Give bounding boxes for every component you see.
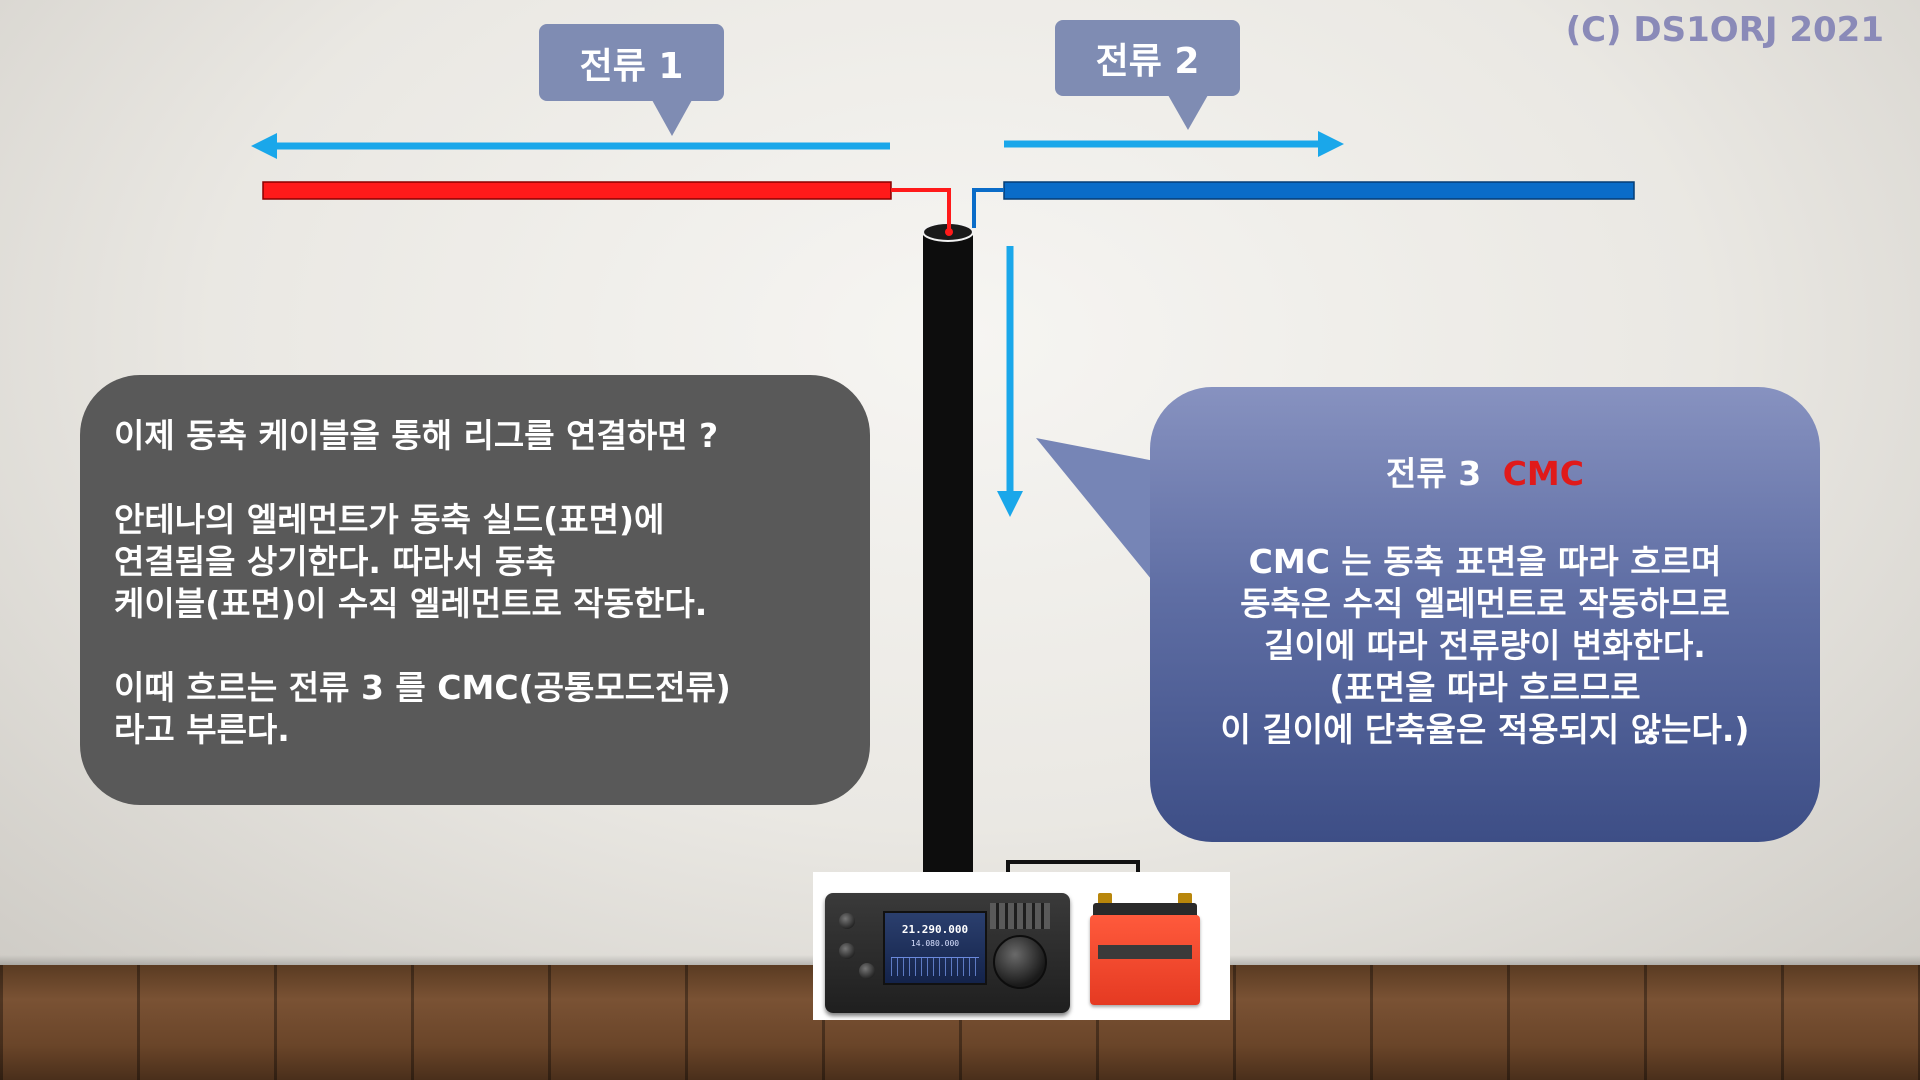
left-bubble-line6: 라고 부른다.	[114, 710, 290, 749]
coax-cable	[923, 232, 973, 892]
left-bubble-line2: 안테나의 엘레먼트가 동축 실드(표면)에	[114, 500, 665, 539]
right-bubble-title-text: 전류 3	[1386, 454, 1482, 493]
battery-label-strip	[1098, 945, 1192, 959]
right-bubble-line3: 길이에 따라 전류량이 변화한다.	[1264, 626, 1706, 665]
callout-current2-label: 전류 2	[1095, 41, 1200, 82]
right-antenna-element	[1003, 181, 1635, 200]
battery-icon	[1090, 893, 1200, 1005]
left-bubble-line1: 이제 동축 케이블을 통해 리그를 연결하면 ?	[114, 416, 719, 455]
radio-main-dial	[993, 935, 1047, 989]
current1-arrowhead	[251, 133, 277, 159]
callout1-tail	[652, 100, 692, 136]
radio-screen: 21.290.000 14.080.000	[883, 911, 987, 985]
battery-body	[1090, 915, 1200, 1005]
current2-arrowhead	[1318, 131, 1344, 157]
callout2-tail	[1168, 95, 1208, 130]
radio-small-knob	[839, 943, 855, 959]
right-bubble-line2: 동축은 수직 엘레먼트로 작동하므로	[1240, 584, 1730, 623]
callout-current2: 전류 2	[1055, 20, 1240, 96]
left-antenna-element	[262, 181, 892, 200]
radio-small-knob	[839, 913, 855, 929]
radio-small-knob	[859, 963, 875, 979]
transceiver-icon: 21.290.000 14.080.000	[825, 893, 1070, 1013]
left-explanation-bubble: 이제 동축 케이블을 통해 리그를 연결하면 ? 안테나의 엘레먼트가 동축 실…	[80, 375, 870, 805]
callout-current1: 전류 1	[539, 24, 724, 101]
left-bubble-line3: 연결됨을 상기한다. 따라서 동축	[114, 542, 556, 581]
current3-arrowhead	[997, 491, 1023, 517]
right-bubble-line5: 이 길이에 단축율은 적용되지 않는다.)	[1220, 710, 1750, 749]
feed-wire-blue	[972, 188, 1004, 228]
feed-point	[945, 228, 953, 236]
radio-freq-main: 21.290.000	[901, 923, 969, 936]
right-bubble-title: 전류 3 CMC	[1170, 453, 1800, 495]
radio-freq-sub: 14.080.000	[910, 939, 960, 948]
copyright-text: (C) DS1ORJ 2021	[1565, 10, 1884, 50]
left-bubble-line4: 케이블(표면)이 수직 엘레먼트로 작동한다.	[114, 584, 708, 623]
left-bubble-line5: 이때 흐르는 전류 3 를 CMC(공통모드전류)	[114, 668, 731, 707]
right-bubble-title-cmc: CMC	[1502, 454, 1584, 493]
callout-current1-label: 전류 1	[579, 45, 684, 87]
right-bubble-line4: (표면을 따라 흐르므로	[1329, 668, 1641, 707]
radio-button-row	[990, 903, 1050, 929]
right-bubble-tail	[1036, 438, 1160, 590]
radio-waterfall	[891, 957, 979, 976]
feed-wire-red	[891, 188, 951, 232]
right-explanation-bubble: 전류 3 CMC CMC 는 동축 표면을 따라 흐르며 동축은 수직 엘레먼트…	[1150, 387, 1820, 842]
right-bubble-line1: CMC 는 동축 표면을 따라 흐르며	[1248, 542, 1722, 581]
